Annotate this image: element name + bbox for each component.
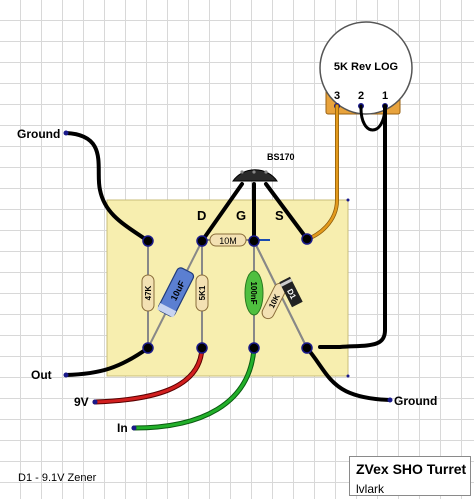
wire-ground-top: [64, 131, 150, 243]
diode-d1: D1: [279, 276, 303, 308]
wire-9v: [93, 346, 204, 404]
resistor-5k1-label: 5K1: [198, 285, 207, 300]
endpoint-9v: [92, 399, 98, 405]
turret-top-1: [142, 235, 154, 247]
resistor-10m-label: 10M: [219, 236, 237, 246]
turret-bottom-3: [248, 342, 260, 354]
title-block: ZVex SHO Turret lvlark: [349, 456, 471, 496]
label-9v: 9V: [74, 395, 89, 409]
endpoint-ground-bottom: [387, 397, 393, 403]
turret-top-4: [301, 233, 313, 245]
board-corner-br: [346, 374, 350, 378]
resistor-5k1: 5K1: [195, 274, 209, 312]
capacitor-10uf: 10uF: [157, 267, 195, 318]
endpoint-in: [131, 425, 137, 431]
turret-bottom-2: [196, 342, 208, 354]
pin-label-gate: G: [236, 208, 246, 223]
label-ground-top: Ground: [17, 127, 60, 141]
turret-top-2: [196, 235, 208, 247]
endpoint-ground-top: [63, 130, 69, 136]
transistor-label: BS170: [267, 152, 295, 162]
endpoint-out: [63, 372, 69, 378]
wire-gate-drain: [200, 182, 244, 243]
resistor-47k: 47K: [141, 274, 155, 312]
wire-out: [64, 346, 150, 377]
label-in: In: [117, 421, 128, 435]
turret-bottom-4: [301, 342, 313, 354]
label-ground-bottom: Ground: [394, 394, 437, 408]
turret-top-3: [248, 235, 260, 247]
resistor-47k-label: 47K: [144, 285, 153, 300]
potentiometer: 5K Rev LOG 3 2 1: [319, 21, 413, 115]
pin-label-source: S: [275, 208, 284, 223]
capacitor-100nf-label: 100nF: [249, 281, 258, 304]
diode-d1-label: D1: [285, 287, 298, 301]
pot-pin-1-label: 1: [382, 90, 388, 102]
pot-pin-3-label: 3: [334, 90, 340, 102]
turret-bottom-1: [142, 342, 154, 354]
pin-label-drain: D: [197, 208, 206, 223]
wire-source-lead: [264, 182, 309, 241]
diagram-author: lvlark: [356, 482, 385, 496]
zener-note: D1 - 9.1V Zener: [18, 472, 97, 484]
transistor-bs170: BS170: [232, 152, 295, 182]
label-out: Out: [31, 368, 52, 382]
pot-label: 5K Rev LOG: [334, 61, 398, 73]
board-corner-tr: [346, 198, 350, 202]
wire-pot-to-ground: [318, 104, 387, 349]
capacitor-100nf: 100nF: [244, 270, 264, 316]
pot-pin-2-label: 2: [358, 90, 364, 102]
diagram-title: ZVex SHO Turret: [356, 461, 467, 477]
wire-in: [132, 346, 256, 430]
pot-body: [319, 21, 413, 115]
resistor-10m: 10M: [209, 233, 247, 247]
wire-ground-bottom: [305, 346, 392, 402]
